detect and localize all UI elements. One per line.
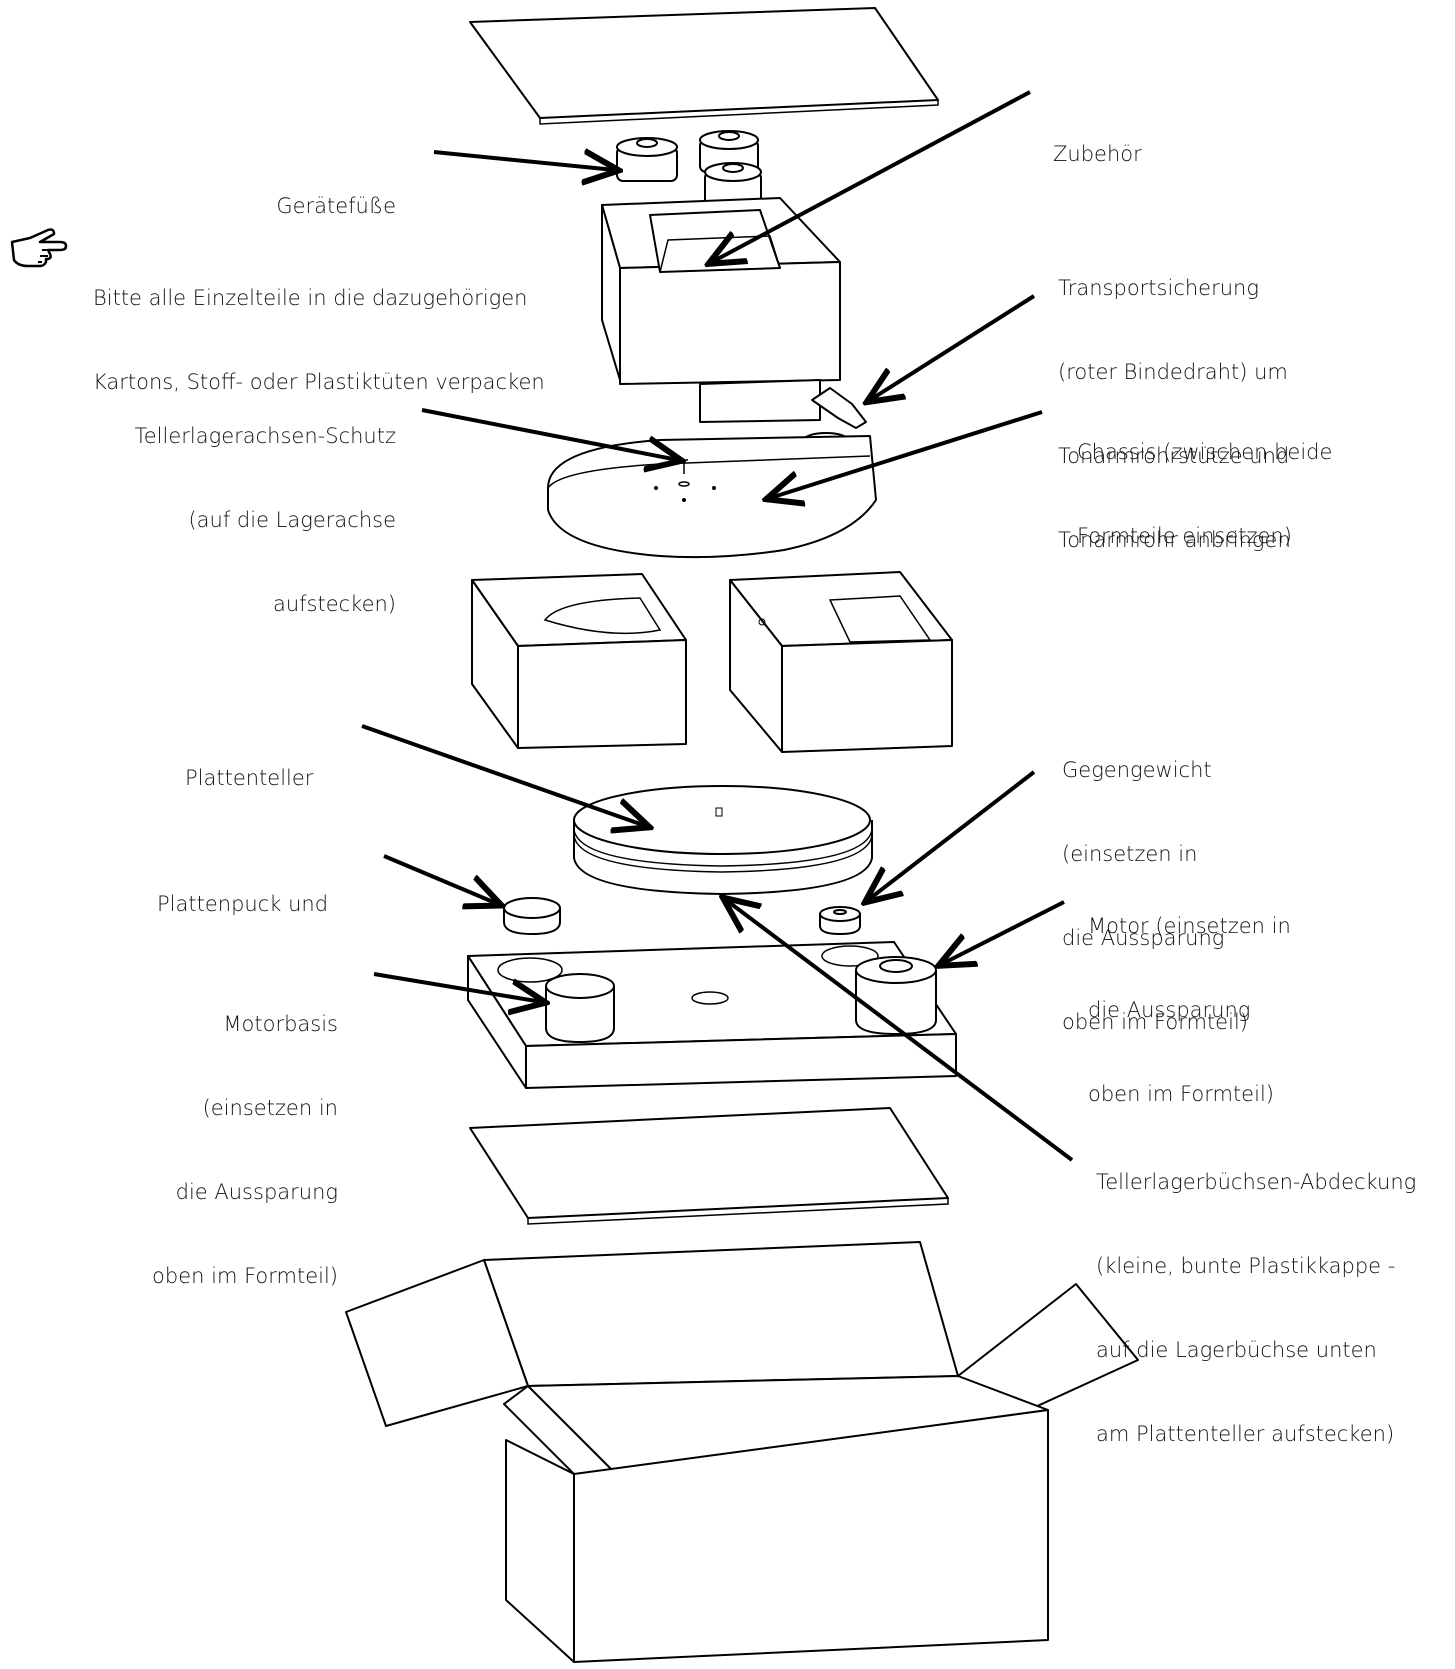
arrow-geraetefuesse — [433, 152, 615, 170]
callout-arrows — [361, 90, 1074, 1162]
foam-half-left — [471, 573, 687, 749]
cardboard-box — [345, 1241, 1139, 1663]
chassis — [547, 435, 877, 559]
arrow-tellerlagerachsen — [421, 408, 678, 460]
label-gegengewicht: Gegengewicht (einsetzen in die Aussparun… — [1062, 758, 1248, 1034]
arrow-plattenteller — [361, 724, 646, 826]
label-tellerlagerbuechsen: Tellerlagerbüchsen-Abdeckung (kleine, bu… — [1096, 1170, 1417, 1446]
hinweis-line-1: Bitte alle Einzelteile in die dazugehöri… — [93, 286, 528, 310]
arrow-motorbasis — [373, 972, 542, 1002]
accessory-foam-box — [601, 197, 841, 423]
label-tellerlagerachsen: Tellerlagerachsen-Schutz (auf die Lagera… — [134, 424, 397, 616]
label-chassis: Chassis (zwischen beide Formteile einset… — [1077, 440, 1333, 548]
platter — [573, 785, 873, 895]
counterweight — [819, 906, 861, 935]
label-motorbasis: Motorbasis (einsetzen in die Aussparung … — [152, 1012, 338, 1288]
arrow-zubehoer — [712, 90, 1031, 262]
bottom-sheet — [469, 1107, 949, 1225]
foam-half-right — [729, 571, 953, 753]
arrow-plattenpuck — [383, 854, 498, 904]
label-geraetefuesse: Gerätefüße — [276, 194, 396, 218]
record-puck — [503, 897, 561, 935]
top-cover-sheet — [469, 7, 939, 125]
label-transportsicherung: Transportsicherung (roter Bindedraht) um… — [1058, 276, 1291, 552]
label-plattenteller: Plattenteller — [185, 766, 314, 790]
arrow-gegengewicht — [868, 770, 1036, 900]
arrow-motor — [942, 900, 1065, 964]
label-zubehoer: Zubehör — [1053, 142, 1142, 166]
label-plattenpuck: Plattenpuck und — [157, 892, 329, 916]
motor — [855, 956, 937, 1035]
arrow-transportsicherung — [870, 294, 1036, 400]
hinweis-line-2: Kartons, Stoff- oder Plastiktüten verpac… — [93, 370, 545, 394]
label-motor: Motor (einsetzen in die Aussparung oben … — [1088, 914, 1291, 1106]
label-hinweis: Bitte alle Einzelteile in die dazugehöri… — [93, 228, 545, 424]
arrow-tellerlagerbuechsen — [726, 900, 1074, 1162]
motor-base-cylinder — [545, 973, 615, 1043]
arrow-chassis — [770, 410, 1043, 498]
pointing-hand-icon — [8, 224, 68, 277]
